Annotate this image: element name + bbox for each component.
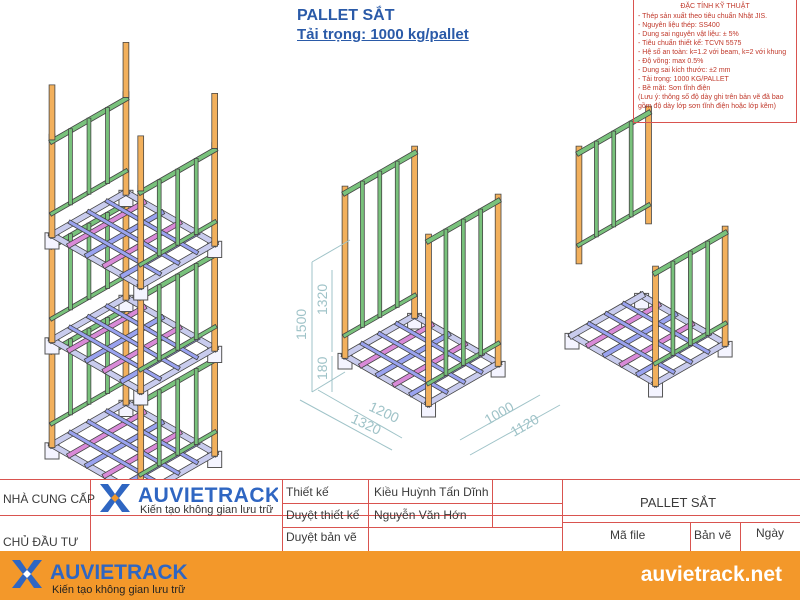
deck-beam — [48, 441, 119, 480]
dim-line-width — [469, 404, 561, 456]
dimension-lines — [299, 239, 561, 456]
tb-divider — [562, 479, 563, 551]
deck-beam — [568, 331, 659, 387]
drawing-title: PALLET SẮT — [297, 7, 395, 24]
load-capacity-subtitle: Tải trọng: 1000 kg/pallet — [297, 26, 469, 43]
dim-width-outer: 1120 — [508, 411, 542, 440]
spec-line: - Tiêu chuẩn thiết kế: TCVN 5575 — [638, 40, 742, 47]
project-title: PALLET SẮT — [640, 495, 717, 510]
footer-brand-name: AUVIETRACK — [50, 561, 188, 584]
dim-line-width — [459, 394, 541, 441]
tb-divider — [90, 479, 91, 551]
spec-line: - Dung sai nguyên vật liệu: ± 5% — [638, 31, 739, 38]
tb-divider — [282, 479, 283, 551]
deck-slat — [86, 314, 180, 370]
spec-heading: ĐẶC TÍNH KỸ THUẬT — [680, 3, 750, 10]
deck-slat — [68, 325, 162, 381]
tb-divider — [562, 522, 800, 523]
tb-divider — [282, 527, 562, 528]
tb-divider — [740, 522, 741, 551]
supplier-label: NHÀ CUNG CẤP — [3, 492, 96, 506]
file-code-label: Mã file — [610, 528, 646, 542]
brand-mark: AUVIETRACK — [100, 484, 280, 512]
stacked-pallets-view — [44, 41, 223, 480]
deck-slat — [377, 331, 466, 384]
spec-note: (Lưu ý: thông số độ dày ghi trên bản vẽ … — [638, 94, 784, 101]
date-label: Ngày — [756, 526, 785, 540]
deck-slat — [86, 209, 180, 265]
spec-line: - Thép sản xuất theo tiêu chuẩn Nhật JIS… — [638, 13, 768, 20]
footer-brand-mark: AUVIETRACK — [12, 560, 188, 588]
footer-tagline: Kiến tạo không gian lưu trữ — [52, 584, 186, 596]
designer-name: Kiều Huỳnh Tấn Dĩnh — [374, 485, 489, 499]
dim-line-length — [317, 389, 403, 439]
drawing-no-label: Bản vẽ — [694, 528, 732, 542]
dim-extension — [311, 239, 351, 263]
drawing-approve-label: Duyệt bản vẽ — [286, 530, 357, 544]
brand-logo: AUVIETRACK Kiến tạo không gian lưu trữ — [98, 480, 280, 519]
spec-line: - Tải trọng: 1000 KG/PALLET — [638, 76, 729, 83]
design-label: Thiết kế — [286, 485, 329, 499]
footer-bar: AUVIETRACK Kiến tạo không gian lưu trữ a… — [0, 551, 800, 600]
tb-divider — [690, 522, 691, 551]
dim-extension — [311, 371, 346, 393]
spec-line: - Nguyên liệu thép: SS400 — [638, 22, 720, 29]
deck-beam — [48, 231, 145, 290]
spec-line: - Dung sai kích thước: ±2 mm — [638, 67, 731, 74]
dim-overall-height: 1500 — [293, 309, 309, 340]
spec-note: gồm độ dày lớp sơn tĩnh điện hoặc lớp kẽ… — [638, 103, 776, 110]
title-block — [0, 479, 800, 552]
brand-tagline: Kiến tạo không gian lưu trữ — [140, 504, 274, 516]
deck-slat — [68, 220, 162, 276]
dim-post-height: 1320 — [314, 284, 330, 315]
deck-slat — [360, 341, 448, 394]
disassembled-pallet-view — [564, 105, 733, 398]
pallet-drawing: 1500 1320 180 1200 1320 1000 1120 — [44, 41, 733, 480]
dim-foot-height: 180 — [314, 356, 330, 380]
design-approver-name: Nguyễn Văn Hớn — [374, 508, 467, 522]
deck-slat — [587, 321, 675, 374]
spec-line: - Độ võng: max 0.5% — [638, 58, 704, 65]
dim-line-length — [299, 399, 393, 451]
website-url[interactable]: auvietrack.net — [640, 563, 782, 586]
deck-beam — [48, 336, 145, 395]
tb-divider — [368, 479, 369, 551]
brand-name: AUVIETRACK — [138, 484, 278, 507]
tb-divider — [282, 503, 562, 504]
investor-label: CHỦ ĐẦU TƯ — [3, 535, 79, 549]
deck-slat — [604, 311, 693, 364]
design-approve-label: Duyệt thiết kế — [286, 508, 360, 522]
tb-divider — [492, 479, 493, 527]
deck-beam — [341, 351, 432, 407]
spec-line: - Hệ số an toàn: k=1.2 với beam, k=2 với… — [638, 49, 787, 56]
spec-box: ĐẶC TÍNH KỸ THUẬT - Thép sản xuất theo t… — [633, 0, 797, 123]
deck-slat — [86, 419, 180, 475]
tb-divider — [0, 515, 800, 516]
spec-line: - Bề mặt: Sơn tĩnh điện — [638, 85, 711, 92]
single-pallet-view — [337, 145, 506, 418]
